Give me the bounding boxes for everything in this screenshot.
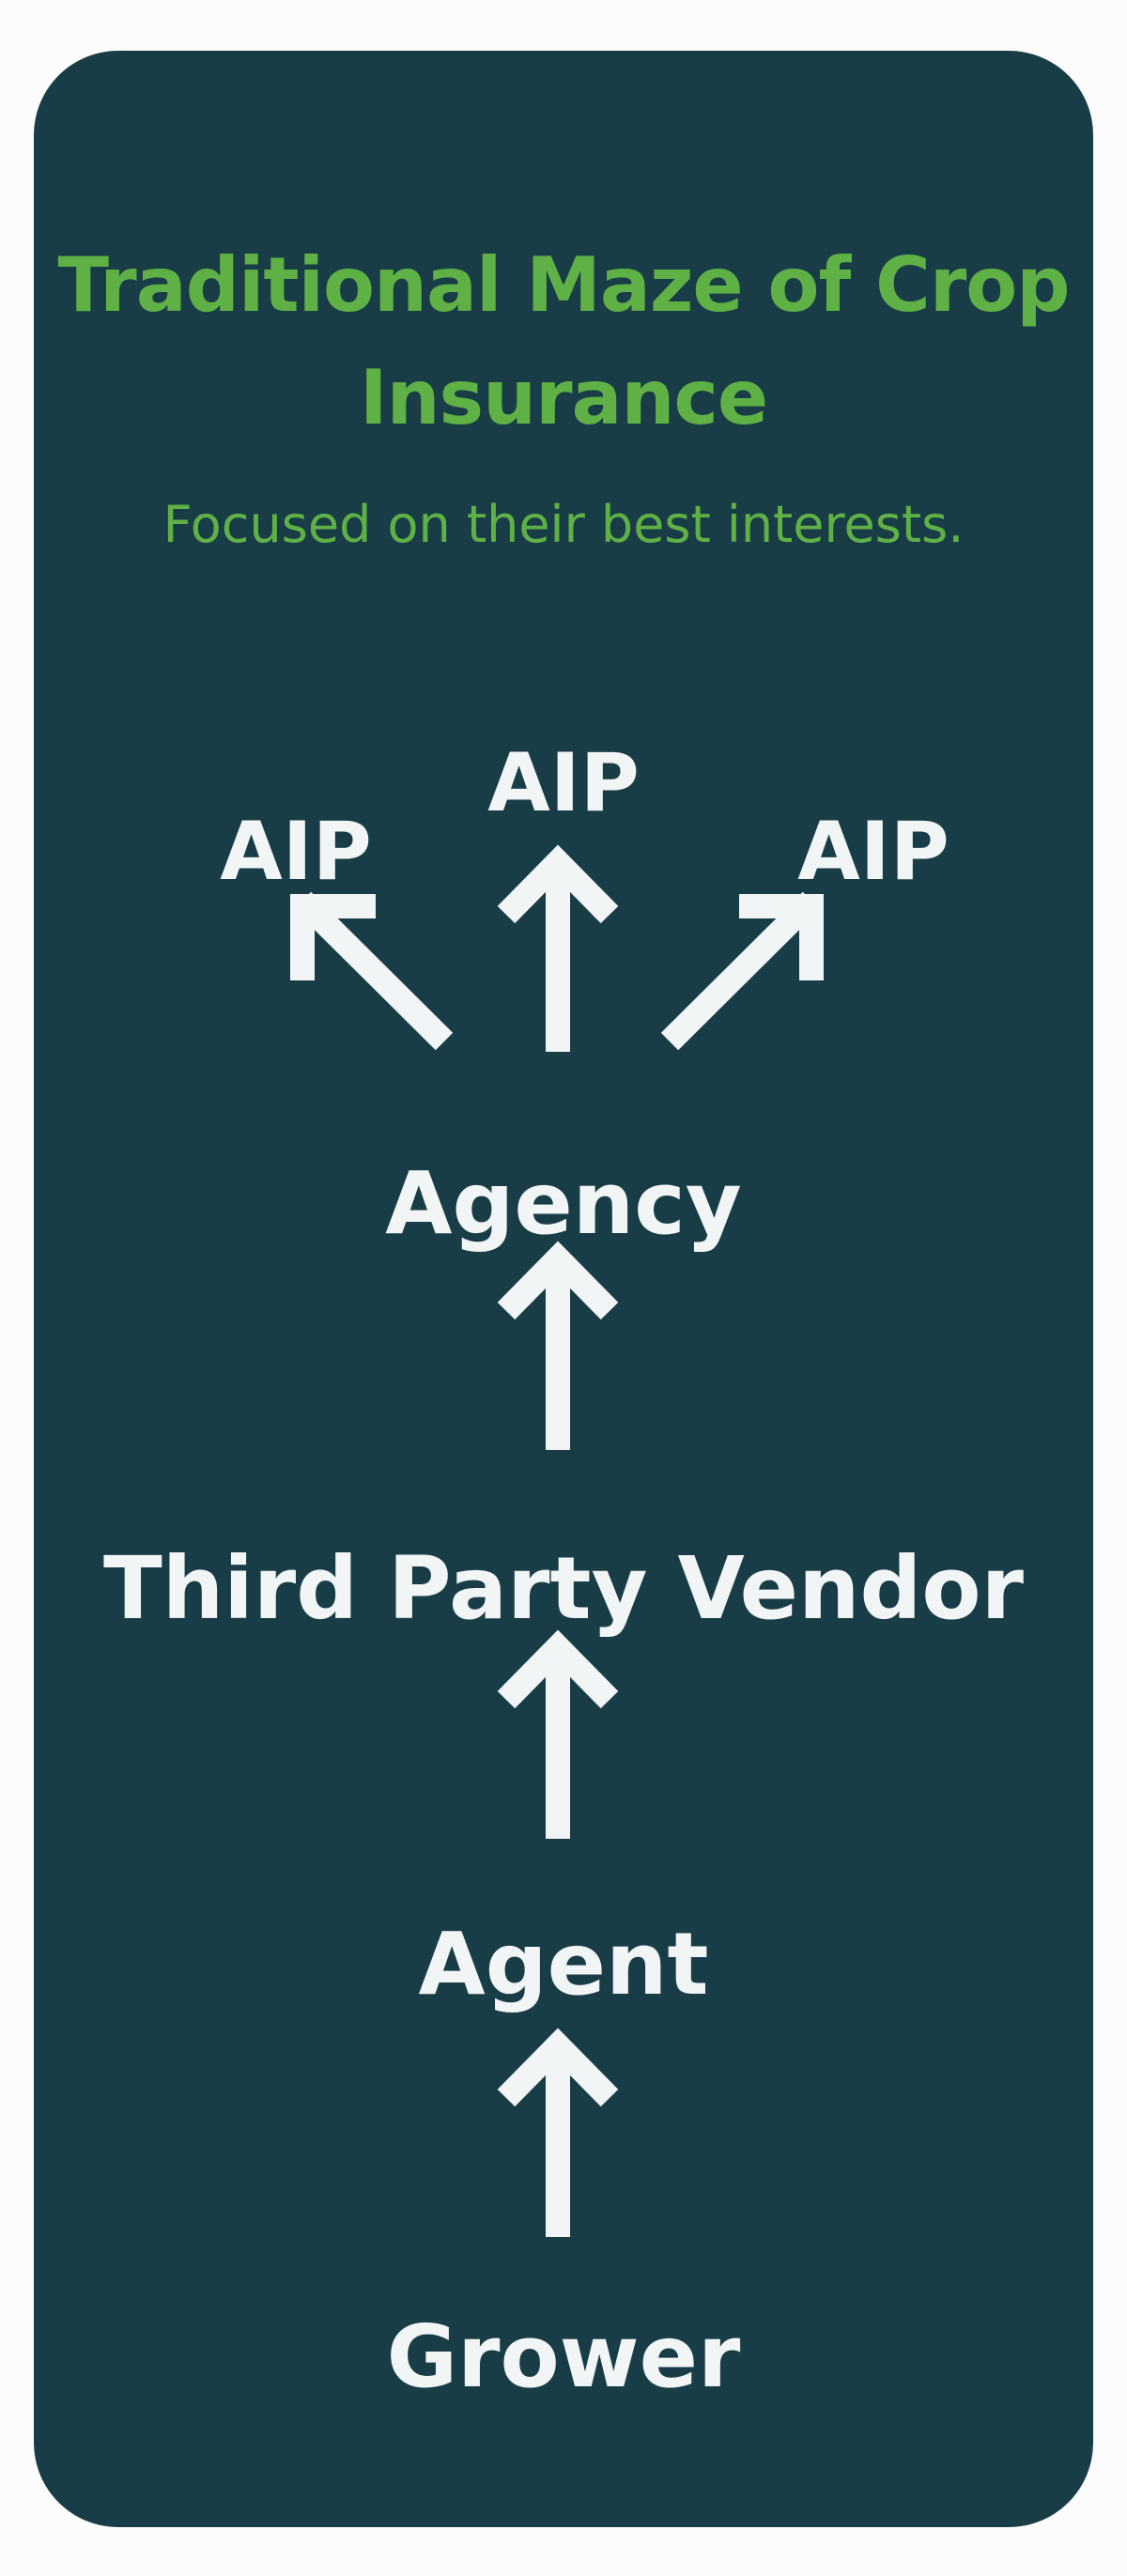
infographic-title: Traditional Maze of Crop Insurance [57, 241, 1070, 441]
arrow-agency-to-aip-right [660, 891, 824, 1051]
node-grower: Grower [386, 2306, 741, 2407]
arrow-vendor-to-agency [497, 1241, 619, 1450]
arrow-agent-to-vendor [497, 1629, 619, 1839]
node-agency: Agency [385, 1153, 742, 1254]
node-aip-right: AIP [797, 805, 949, 899]
arrow-agency-to-aip-center [497, 844, 619, 1052]
arrow-agency-to-aip-left [290, 891, 454, 1051]
infographic-card: Traditional Maze of Crop Insurance Focus… [34, 51, 1093, 2527]
node-aip-left: AIP [220, 805, 372, 899]
node-third-party-vendor: Third Party Vendor [103, 1538, 1024, 1639]
arrow-grower-to-agent [497, 2028, 619, 2237]
node-aip-center: AIP [487, 736, 640, 830]
node-agent: Agent [418, 1914, 709, 2014]
infographic-subtitle: Focused on their best interests. [162, 495, 965, 554]
